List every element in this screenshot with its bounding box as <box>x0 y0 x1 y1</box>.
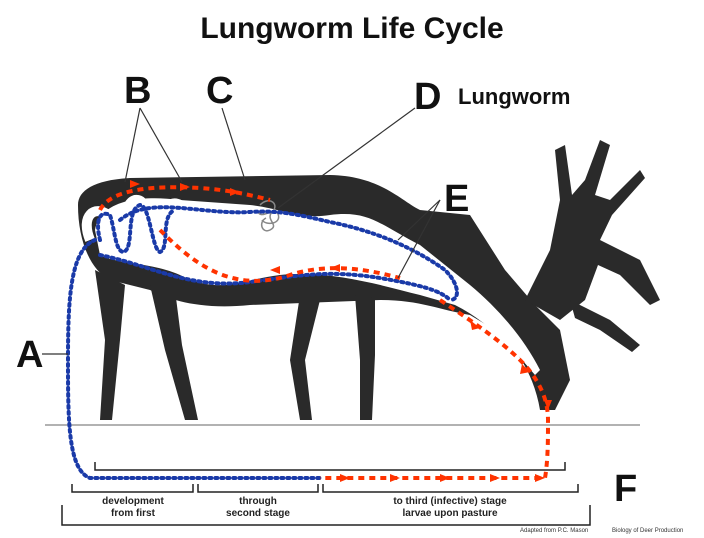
label-a: A <box>16 336 43 374</box>
caption-stage-2-line-1: through <box>200 496 316 508</box>
caption-stage-1: development from first <box>76 496 190 519</box>
caption-stage-1-line-2: from first <box>76 508 190 520</box>
caption-stage-3: to third (infective) stage larvae upon p… <box>325 496 575 519</box>
label-e: E <box>444 180 469 218</box>
credit-right: Biology of Deer Production <box>612 528 683 534</box>
label-c: C <box>206 72 233 110</box>
caption-stage-3-line-1: to third (infective) stage <box>325 496 575 508</box>
page-title: Lungworm Life Cycle <box>0 12 704 46</box>
label-f: F <box>614 470 637 508</box>
label-d: D <box>414 78 441 116</box>
caption-stage-1-line-1: development <box>76 496 190 508</box>
caption-stage-2-line-2: second stage <box>200 508 316 520</box>
label-lungworm: Lungworm <box>458 84 570 110</box>
caption-stage-2: through second stage <box>200 496 316 519</box>
label-b: B <box>124 72 151 110</box>
credit-left: Adapted from P.C. Mason <box>520 528 588 534</box>
caption-stage-3-line-2: larvae upon pasture <box>325 508 575 520</box>
